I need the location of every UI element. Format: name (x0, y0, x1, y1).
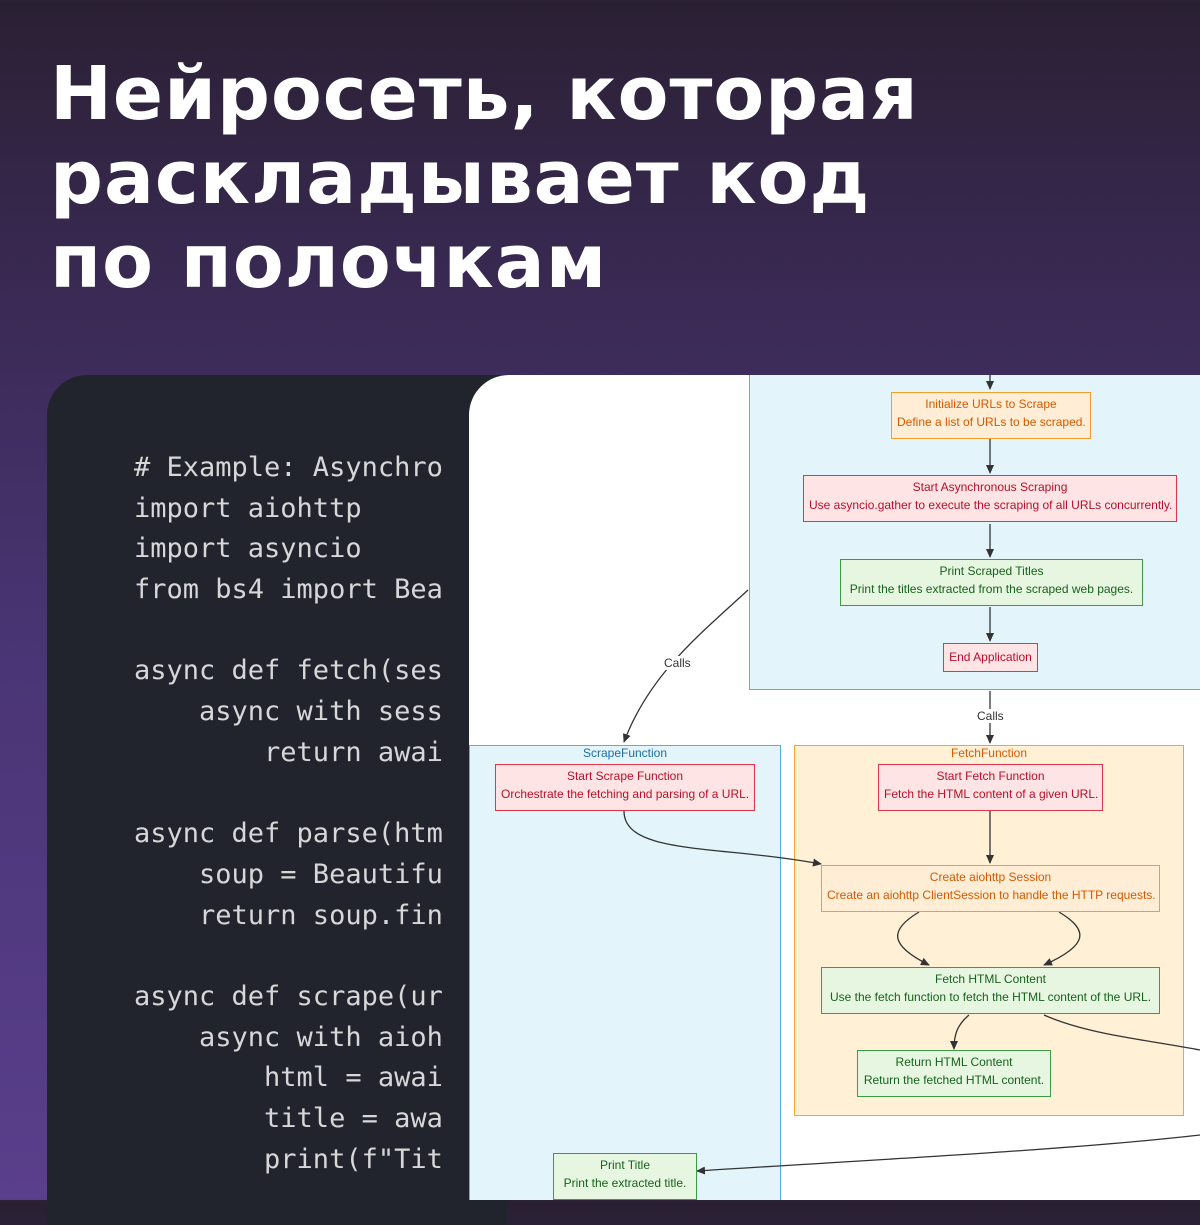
node-create-session: Create aiohttp Session Create an aiohttp… (821, 865, 1160, 912)
node-title: Print Scraped Titles (939, 564, 1044, 578)
node-title: Initialize URLs to Scrape (925, 397, 1057, 411)
edge-right-to-print-title (696, 1134, 1200, 1175)
code-line: from bs4 import Bea (134, 574, 443, 606)
node-start-async-scraping: Start Asynchronous Scraping Use asyncio.… (803, 475, 1177, 522)
node-title: Return HTML Content (895, 1055, 1013, 1069)
headline-line-1: Нейросеть, которая (50, 51, 919, 137)
code-line: import asyncio (134, 533, 362, 565)
edge-session-to-fetch-html-right (1043, 911, 1081, 966)
edges-layer (623, 375, 1200, 1175)
code-block: # Example: Asynchro import aiohttp import … (134, 448, 443, 1180)
code-line: soup = Beautifu (134, 858, 443, 890)
node-print-title: Print Title Print the extracted title. (553, 1153, 697, 1200)
code-line (134, 611, 443, 652)
node-return-html-content: Return HTML Content Return the fetched H… (857, 1050, 1051, 1097)
node-title: Start Asynchronous Scraping (912, 480, 1068, 494)
code-panel: # Example: Asynchro import aiohttp import … (47, 375, 507, 1225)
code-line: return awai (134, 736, 443, 768)
scrape-function-title: ScrapeFunction (582, 746, 668, 760)
node-fetch-html-content: Fetch HTML Content Use the fetch functio… (821, 967, 1160, 1014)
scrape-function-subgraph (469, 745, 781, 1200)
node-end-application: End Application (943, 643, 1038, 672)
code-line: import aiohttp (134, 492, 362, 524)
code-line: async def parse(htm (134, 818, 443, 850)
node-title: Create aiohttp Session (929, 870, 1052, 884)
fetch-function-title: FetchFunction (950, 746, 1028, 760)
edge-fetch-html-out-right (1043, 1014, 1200, 1051)
node-print-scraped-titles: Print Scraped Titles Print the titles ex… (840, 559, 1143, 606)
code-line: async def scrape(ur (134, 980, 443, 1012)
edge-fetch-html-to-return (950, 1014, 970, 1050)
headline: Нейросеть, которая раскладывает код по п… (50, 52, 919, 304)
node-desc: Create an aiohttp ClientSession to handl… (827, 888, 1156, 902)
node-desc: Return the fetched HTML content. (863, 1073, 1045, 1087)
code-line: async with sess (134, 696, 443, 728)
headline-line-2: раскладывает код (50, 135, 871, 221)
code-line: print(f"Tit (134, 1143, 443, 1175)
code-line (134, 774, 443, 815)
node-title: Print Title (599, 1158, 650, 1172)
calls-label-center: Calls (975, 709, 1006, 723)
code-line: async with aioh (134, 1021, 443, 1053)
node-initialize-urls: Initialize URLs to Scrape Define a list … (891, 392, 1091, 439)
code-line: async def fetch(ses (134, 655, 443, 687)
node-title: Fetch HTML Content (935, 972, 1046, 986)
code-line: # Example: Asynchro (134, 452, 443, 483)
node-desc: Print the extracted title. (563, 1176, 687, 1190)
node-title: End Application (949, 650, 1032, 664)
node-desc: Use asyncio.gather to execute the scrapi… (809, 498, 1173, 512)
node-desc: Print the titles extracted from the scra… (849, 582, 1134, 596)
node-title: Start Fetch Function (936, 769, 1045, 783)
node-desc: Fetch the HTML content of a given URL. (884, 787, 1099, 801)
flowchart-panel: ScrapeFunction FetchFunction Calls Calls (469, 375, 1200, 1200)
node-desc: Use the fetch function to fetch the HTML… (829, 990, 1152, 1004)
node-start-scrape-function: Start Scrape Function Orchestrate the fe… (495, 764, 755, 811)
code-line: title = awa (134, 1103, 443, 1134)
calls-label-left: Calls (662, 656, 693, 670)
edge-start-scrape-to-session (623, 810, 822, 867)
edge-session-to-fetch-html-left (897, 911, 930, 966)
node-desc: Orchestrate the fetching and parsing of … (501, 787, 750, 801)
node-start-fetch-function: Start Fetch Function Fetch the HTML cont… (878, 764, 1103, 811)
code-line: html = awai (134, 1062, 443, 1094)
headline-line-3: по полочкам (50, 219, 608, 305)
code-line (134, 936, 443, 977)
node-desc: Define a list of URLs to be scraped. (897, 415, 1086, 429)
node-title: Start Scrape Function (566, 769, 684, 783)
code-line: return soup.fin (134, 899, 443, 931)
